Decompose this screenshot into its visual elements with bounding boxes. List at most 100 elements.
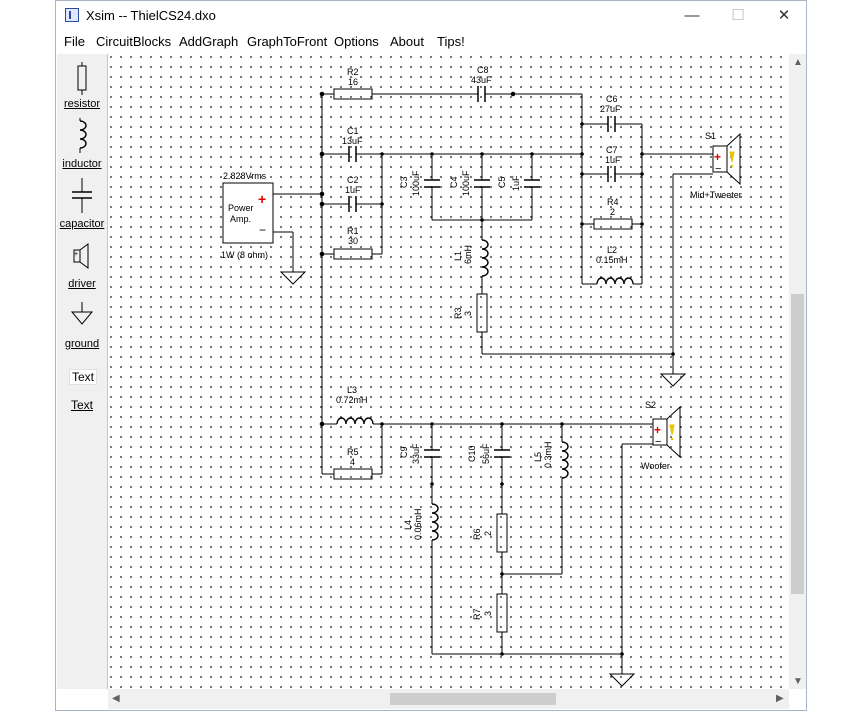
junction-dot <box>380 422 384 426</box>
tool-ground[interactable]: ground <box>57 300 107 356</box>
ground-symbol-upper <box>659 373 687 387</box>
C1-value: 13uF <box>342 136 363 146</box>
L2-value: 0.15mH <box>596 255 628 265</box>
C10-capacitor[interactable]: C10 56uF <box>467 424 510 514</box>
junction-dot <box>480 152 484 156</box>
L5-value: 0.3mH <box>543 441 553 468</box>
C1-capacitor[interactable]: C1 13uF <box>322 126 582 162</box>
R7-value: 3 <box>483 611 493 616</box>
R5-value: 4 <box>350 457 355 467</box>
R6-value: 2 <box>483 531 493 536</box>
scroll-right-arrow-icon[interactable]: ▶ <box>776 693 784 704</box>
L2-name: L2 <box>607 245 617 255</box>
R5-resistor[interactable]: R5 4 <box>322 424 383 480</box>
tool-driver[interactable]: + driver <box>57 240 107 296</box>
C3-capacitor[interactable]: C3 100uF <box>399 154 440 220</box>
amp-name-line2: Amp. <box>230 214 251 224</box>
schematic-canvas[interactable]: 2.828Vrms + − Power Amp. 1W (8 ohm) <box>108 54 789 689</box>
junction-dot <box>430 152 434 156</box>
minimize-button[interactable]: — <box>684 7 700 24</box>
power-amp[interactable]: 2.828Vrms + − Power Amp. 1W (8 ohm) <box>221 171 274 260</box>
C2-value: 1uF <box>345 185 361 195</box>
S2-driver[interactable]: + − S2 Woofer <box>641 400 681 471</box>
menu-options[interactable]: Options <box>334 34 379 49</box>
capacitor-icon <box>72 178 92 213</box>
L2-inductor[interactable]: L2 0.15mH <box>582 245 642 285</box>
R3-value: 3 <box>463 311 473 316</box>
ground-rail <box>432 444 636 687</box>
L1-inductor[interactable]: L1 6mH <box>453 220 489 294</box>
R2-resistor[interactable]: R2 16 <box>322 67 478 100</box>
tool-inductor[interactable]: inductor <box>57 118 107 174</box>
tool-text-box[interactable]: Text <box>57 366 107 390</box>
xsim-app-icon <box>65 8 79 22</box>
tool-resistor[interactable]: resistor <box>57 60 107 116</box>
tool-text[interactable]: Text <box>57 396 107 416</box>
svg-text:+: + <box>74 251 78 258</box>
schematic-drawing: 2.828Vrms + − Power Amp. 1W (8 ohm) <box>221 65 742 687</box>
vertical-scrollbar[interactable]: ▲ ▼ <box>789 54 806 689</box>
C9-capacitor[interactable]: C9 33uF <box>399 424 440 504</box>
menu-circuitblocks[interactable]: CircuitBlocks <box>96 34 172 49</box>
amp-wiring <box>273 193 322 285</box>
maximize-button[interactable]: ☐ <box>731 7 745 24</box>
S1-driver[interactable]: + − S1 Mid+Tweeter <box>690 131 742 200</box>
C4-capacitor[interactable]: C4 100uF <box>449 154 490 220</box>
S1-plus: + <box>714 150 721 164</box>
C5-value: 1uF <box>511 175 521 191</box>
C9-value: 33uF <box>411 443 421 464</box>
S2-label: Woofer <box>641 461 670 471</box>
S2-name: S2 <box>645 400 656 410</box>
L5-inductor[interactable]: L5 0.3mH <box>502 424 569 575</box>
scroll-left-arrow-icon[interactable]: ◀ <box>112 693 120 704</box>
C7-capacitor[interactable]: C7 1uF <box>582 145 642 182</box>
C2-capacitor[interactable]: C2 1uF <box>322 175 382 212</box>
R6-resistor[interactable]: R6 2 <box>472 513 508 594</box>
C10-name: C10 <box>467 445 477 462</box>
L4-inductor[interactable]: L4 0.06mH <box>403 503 439 654</box>
R3-resistor[interactable]: R3 3 <box>453 293 673 355</box>
amp-plus-sign: + <box>258 191 266 207</box>
title-bar[interactable]: Xsim -- ThielCS24.dxo — ☐ ✕ <box>56 1 806 31</box>
menu-tips[interactable]: Tips! <box>437 34 465 49</box>
R2-value: 16 <box>348 77 358 87</box>
tool-capacitor[interactable]: capacitor <box>57 178 107 234</box>
R7-resistor[interactable]: R7 3 <box>472 593 508 654</box>
R1-name: R1 <box>347 226 359 236</box>
junction-dot <box>500 482 504 486</box>
amp-vrms-label: 2.828Vrms <box>223 171 267 181</box>
C7-name: C7 <box>606 145 618 155</box>
L5-name: L5 <box>533 452 543 462</box>
R4-value: 2 <box>610 207 615 217</box>
C5-name: C5 <box>497 176 507 188</box>
horizontal-scroll-thumb[interactable] <box>390 693 556 705</box>
C9-name: C9 <box>399 446 409 458</box>
horizontal-scrollbar[interactable]: ◀ ▶ <box>108 689 789 709</box>
C3-name: C3 <box>399 176 409 188</box>
L3-value: 0.72mH <box>336 395 368 405</box>
tool-resistor-label: resistor <box>63 98 101 110</box>
tool-inductor-label: inductor <box>62 158 102 170</box>
menu-about[interactable]: About <box>390 34 424 49</box>
junction-dot <box>380 152 384 156</box>
menu-addgraph[interactable]: AddGraph <box>179 34 239 49</box>
amp-load-label: 1W (8 ohm) <box>221 250 268 260</box>
tool-capacitor-label: capacitor <box>59 218 105 230</box>
R4-resistor[interactable]: R4 2 <box>582 197 642 230</box>
L3-inductor[interactable]: L3 0.72mH <box>322 385 642 425</box>
menu-file[interactable]: File <box>64 34 85 49</box>
R5-name: R5 <box>347 447 359 457</box>
close-button[interactable]: ✕ <box>777 7 791 24</box>
scroll-down-arrow-icon[interactable]: ▼ <box>793 676 803 687</box>
scroll-up-arrow-icon[interactable]: ▲ <box>793 57 803 68</box>
driver-icon: + <box>73 243 89 269</box>
L4-name: L4 <box>403 520 413 530</box>
C5-capacitor[interactable]: C5 1uF <box>497 154 540 220</box>
C6-name: C6 <box>606 94 618 104</box>
junction-dot <box>430 482 434 486</box>
menu-graphtofront[interactable]: GraphToFront <box>247 34 328 49</box>
vertical-scroll-thumb[interactable] <box>791 294 804 594</box>
C6-capacitor[interactable]: C6 27uF <box>582 94 642 132</box>
R1-resistor[interactable]: R1 30 <box>322 226 382 260</box>
C8-capacitor[interactable]: C8 43uF <box>471 65 582 102</box>
